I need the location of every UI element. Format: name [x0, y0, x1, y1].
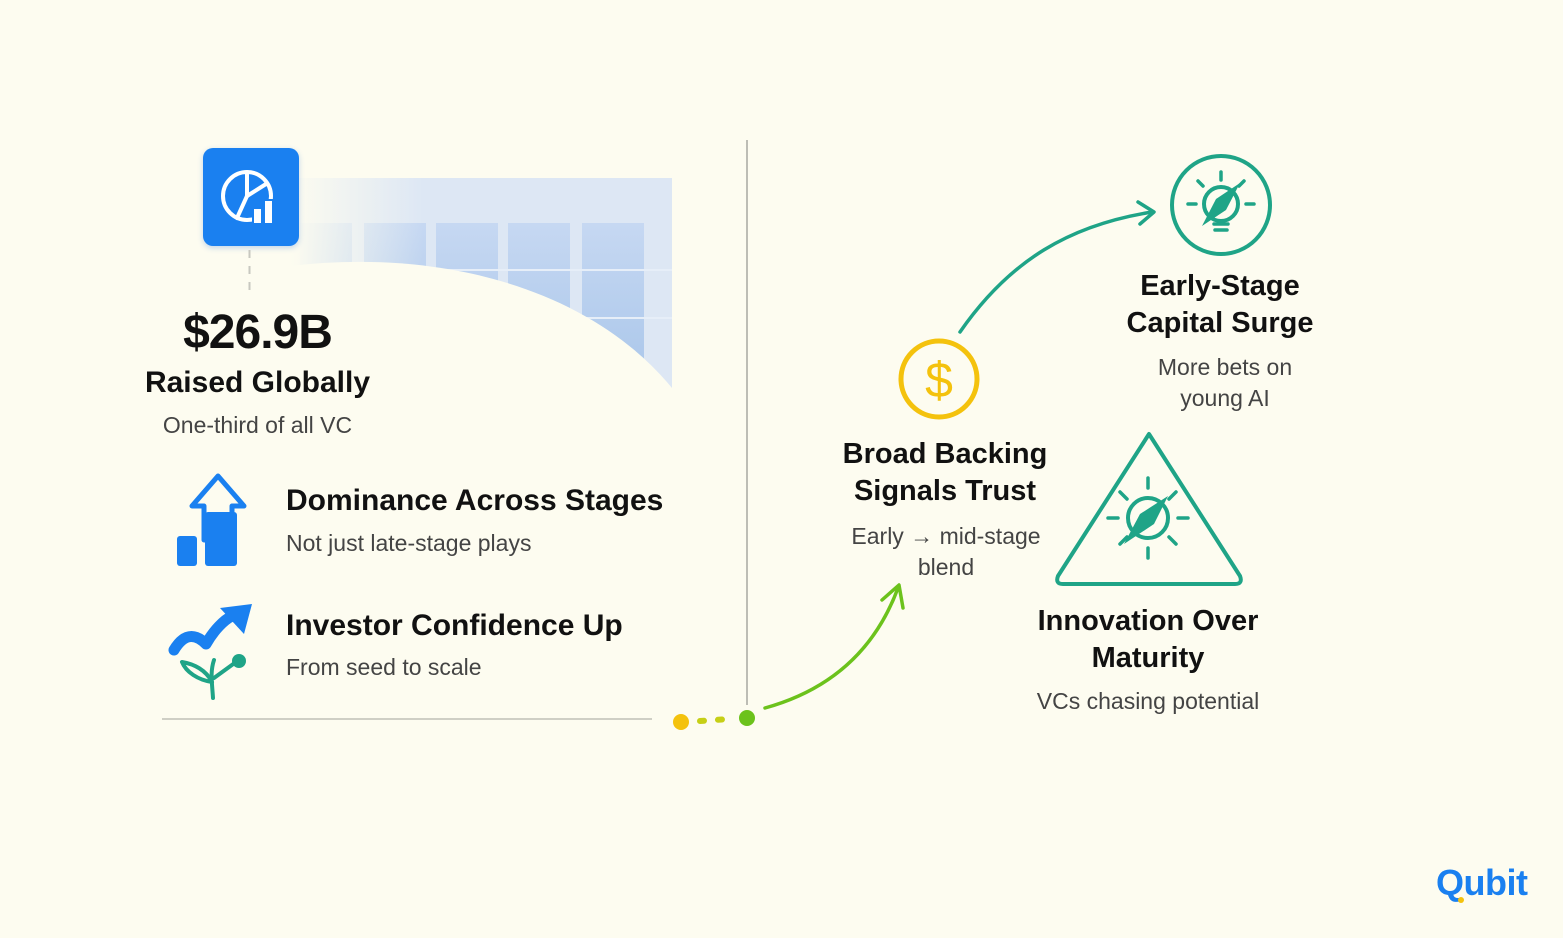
compass-bulb-icon	[1170, 154, 1272, 256]
node-title-line: Early-Stage	[1140, 270, 1300, 302]
node-title-line: Signals Trust	[853, 475, 1037, 507]
svg-text:$: $	[925, 352, 953, 408]
node-title-line: Broad Backing	[842, 438, 1048, 470]
stages-arrow-icon	[177, 473, 247, 566]
node-title-line: Innovation Over	[1037, 605, 1259, 637]
node-subtitle-innovation: VCs chasing potential	[1000, 686, 1296, 717]
horizontal-divider	[162, 718, 652, 720]
node-subtitle-line: Early → mid-stage	[851, 523, 1041, 549]
growth-sprout-icon	[168, 604, 252, 700]
feature-title: Dominance Across Stages	[286, 484, 664, 517]
pie-chart-icon	[221, 170, 274, 225]
node-title-line: Maturity	[1091, 642, 1205, 674]
feature-subtitle: Not just late-stage plays	[286, 530, 532, 556]
brand-logo-dot	[1458, 897, 1464, 903]
dollar-coin-icon: $	[898, 338, 980, 420]
node-subtitle-line: young AI	[1180, 385, 1270, 411]
stat-background-graphic	[290, 178, 672, 388]
dotted-connector-arrow	[673, 583, 905, 730]
node-title-broad-backing: Broad Backing Signals Trust	[820, 436, 1070, 510]
node-subtitle-line: blend	[917, 554, 975, 580]
stat-caption: One-third of all VC	[162, 412, 353, 438]
node-subtitle-line: VCs chasing potential	[1036, 688, 1260, 714]
node-title-innovation: Innovation Over Maturity	[1010, 603, 1286, 677]
node-subtitle-line: More bets on	[1157, 354, 1293, 380]
stat-label: Raised Globally	[144, 366, 371, 399]
feature-title: Investor Confidence Up	[286, 609, 623, 642]
curved-arrow	[958, 200, 1156, 334]
node-title-early-stage: Early-Stage Capital Surge	[1090, 268, 1350, 342]
feature-subtitle: From seed to scale	[286, 654, 482, 680]
compass-triangle-icon	[1055, 432, 1243, 586]
node-title-line: Capital Surge	[1126, 307, 1314, 339]
brand-logo: Qubit	[1436, 862, 1528, 903]
vertical-divider	[746, 140, 748, 705]
dashed-connector	[248, 250, 251, 296]
stat-value: $26.9B	[183, 306, 333, 359]
node-subtitle-broad-backing: Early → mid-stage blend	[826, 521, 1066, 583]
node-subtitle-early-stage: More bets on young AI	[1110, 352, 1340, 414]
analytics-tile	[203, 148, 299, 246]
